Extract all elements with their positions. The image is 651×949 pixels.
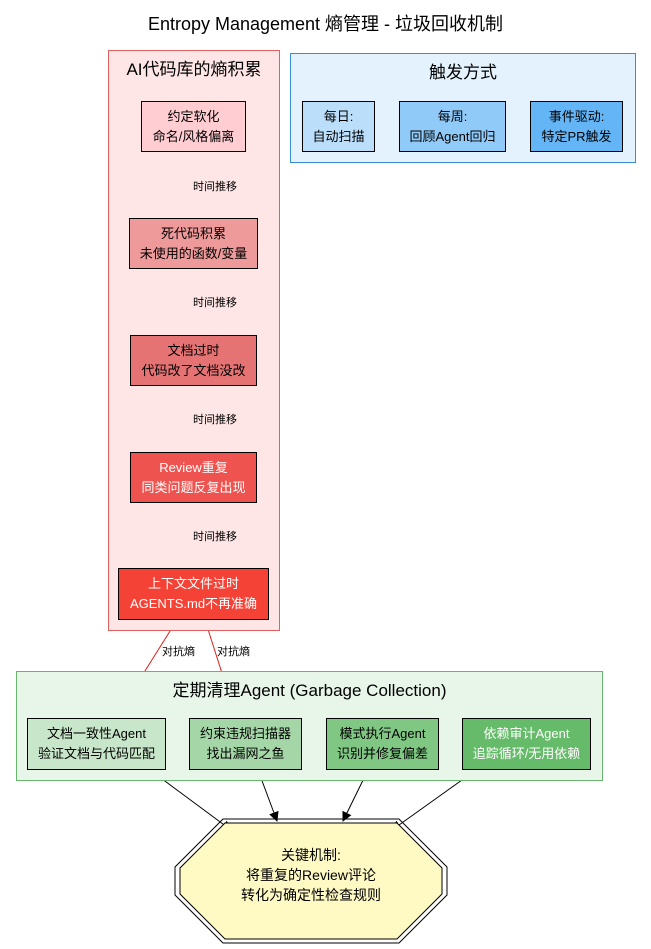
- node-subtitle: 代码改了文档没改: [141, 362, 246, 378]
- node-subtitle: 识别并修复偏差: [336, 746, 428, 761]
- node-subtitle: 同类问题反复出现: [141, 479, 246, 495]
- node-trigger-daily: 每日: 自动扫描: [302, 101, 375, 152]
- cluster-title: 触发方式: [429, 63, 497, 82]
- node-title: 约束违规扫描器: [199, 726, 291, 741]
- edge-label-counter-entropy: 对抗熵: [217, 646, 250, 658]
- node-title: 文档一致性Agent: [47, 726, 146, 741]
- key-mechanism-line: 将重复的Review评论: [246, 867, 376, 883]
- octagon-inner-border: [179, 822, 443, 940]
- node-subtitle: 追踪循环/无用依赖: [472, 746, 581, 761]
- key-mechanism-text: 关键机制: 将重复的Review评论 转化为确定性检查规则: [176, 845, 446, 905]
- edge-label-time: 时间推移: [193, 414, 237, 426]
- node-title: 依赖审计Agent: [483, 726, 570, 741]
- page-title: Entropy Management 熵管理 - 垃圾回收机制: [147, 14, 504, 34]
- node-stale-context: 上下文文件过时 AGENTS.md不再准确: [118, 568, 269, 620]
- node-title: Review重复: [159, 459, 228, 475]
- node-trigger-weekly: 每周: 回顾Agent回归: [399, 101, 506, 152]
- node-title: 模式执行Agent: [339, 726, 426, 741]
- edge-label-time: 时间推移: [193, 531, 237, 543]
- node-subtitle: 自动扫描: [312, 128, 365, 144]
- edge-label-time: 时间推移: [193, 297, 237, 309]
- node-dependency-audit-agent: 依赖审计Agent 追踪循环/无用依赖: [462, 718, 591, 770]
- node-dead-code: 死代码积累 未使用的函数/变量: [129, 218, 258, 269]
- key-mechanism-title: 关键机制:: [281, 847, 341, 863]
- node-title: 约定软化: [167, 108, 220, 124]
- node-subtitle: 验证文档与代码匹配: [37, 746, 155, 761]
- node-convention-drift: 约定软化 命名/风格偏离: [141, 101, 246, 152]
- node-review-repeat: Review重复 同类问题反复出现: [130, 452, 257, 503]
- cluster-title: 定期清理Agent (Garbage Collection): [172, 681, 447, 700]
- node-constraint-scanner: 约束违规扫描器 找出漏网之鱼: [189, 718, 302, 770]
- node-subtitle: AGENTS.md不再准确: [129, 596, 258, 611]
- key-mechanism-line: 转化为确定性检查规则: [241, 887, 381, 903]
- node-stale-docs: 文档过时 代码改了文档没改: [130, 335, 257, 386]
- node-subtitle: 回顾Agent回归: [409, 128, 496, 144]
- node-subtitle: 找出漏网之鱼: [206, 746, 285, 761]
- node-subtitle: 命名/风格偏离: [152, 128, 235, 144]
- node-title: 文档过时: [167, 342, 220, 358]
- octagon-outer-border: [174, 818, 448, 944]
- node-pattern-agent: 模式执行Agent 识别并修复偏差: [326, 718, 439, 770]
- node-title: 每周:: [437, 108, 468, 124]
- node-trigger-event: 事件驱动: 特定PR触发: [530, 101, 623, 152]
- node-title: 每日:: [323, 108, 354, 124]
- node-subtitle: 未使用的函数/变量: [139, 245, 248, 261]
- edge-label-time: 时间推移: [193, 181, 237, 193]
- cluster-title: AI代码库的熵积累: [126, 60, 262, 79]
- node-title: 死代码积累: [160, 225, 226, 241]
- edge-label-counter-entropy: 对抗熵: [162, 646, 195, 658]
- node-doc-consistency-agent: 文档一致性Agent 验证文档与代码匹配: [27, 718, 166, 770]
- node-title: 事件驱动:: [548, 108, 605, 124]
- key-mechanism-octagon: [174, 818, 448, 944]
- node-title: 上下文文件过时: [147, 576, 239, 591]
- node-subtitle: 特定PR触发: [541, 128, 612, 144]
